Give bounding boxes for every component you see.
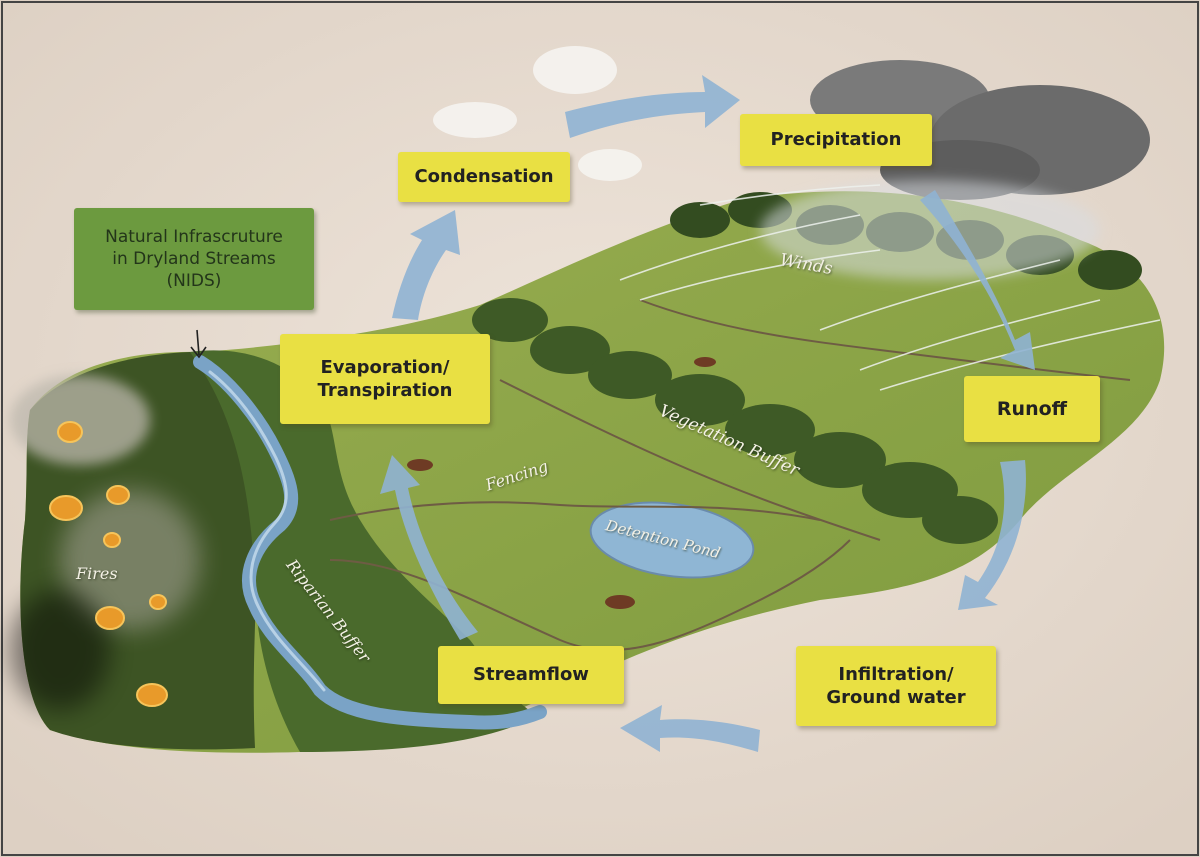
cow [605,595,635,609]
wind-stroke [879,319,1161,391]
tree [530,326,610,374]
infiltration-text-line-1: Infiltration/ [838,663,954,685]
nids-title-line-2: in Dryland Streams [112,248,276,269]
nids-title-line-1: Natural Infrascruture [105,226,283,247]
fire-flame [49,495,83,521]
arrow-infiltration-to-streamflow [620,705,760,752]
smoke-cloud [10,375,150,465]
tree [922,496,998,544]
nids-title-box: Natural Infrascruture in Dryland Streams… [74,208,314,310]
white-cloud [578,149,642,181]
fire-flame [95,606,125,630]
evaporation-label: Evaporation/ Transpiration [280,334,490,424]
detention-pond [589,501,755,579]
cow [694,357,716,367]
wind-stroke [619,214,861,281]
wind-stroke [699,184,881,206]
evaporation-text-line-1: Evaporation/ [320,356,450,378]
arrow-evaporation-to-condensation [392,210,460,320]
wind-stroke [639,249,881,301]
arrow-condensation-to-precipitation [565,75,740,138]
arrow-streamflow-to-evaporation [380,455,478,640]
precipitation-label: Precipitation [740,114,932,166]
fence-line [639,299,1131,381]
white-cloud [533,46,617,94]
smoke-cloud [10,590,110,710]
title-pointer-arrow [190,329,207,359]
river [193,355,547,730]
evaporation-text-line-2: Transpiration [317,380,453,401]
cows [407,357,716,609]
tree [472,298,548,342]
precipitation-text: Precipitation [770,129,902,151]
arrow-precipitation-to-runoff [920,190,1035,370]
fires-label: Fires [76,564,118,583]
tree [725,404,815,456]
pointer-shaft [196,329,200,356]
river-highlight [208,370,326,692]
streamflow-label: Streamflow [438,646,624,704]
streamflow-text: Streamflow [473,664,589,686]
wind-strokes [619,184,1161,391]
tree [1078,250,1142,290]
wind-stroke [819,259,1061,331]
wind-stroke [859,299,1101,371]
tree [655,374,745,426]
infiltration-text-line-2: Ground water [826,687,966,708]
white-cloud [433,102,517,138]
runoff-label: Runoff [964,376,1100,442]
vegetation-buffer-trees [472,298,998,544]
condensation-text: Condensation [414,166,554,188]
cow [407,459,433,471]
fence-line [499,379,881,541]
tree [670,202,730,238]
tree [794,432,886,488]
arrow-runoff-to-infiltration [958,460,1026,610]
infiltration-label: Infiltration/ Ground water [796,646,996,726]
nids-title-line-3: (NIDS) [166,271,222,292]
runoff-text: Runoff [996,397,1068,420]
smoke-cloud [60,490,200,630]
clouds [433,46,1150,280]
fence-line [329,501,821,521]
fire-flames [49,421,168,707]
fire-flame [103,532,121,548]
condensation-label: Condensation [398,152,570,202]
fire-flame [106,485,130,505]
tree [588,351,672,399]
pointer-head [190,346,207,359]
fire-flame [149,594,167,610]
fire-flame [136,683,168,707]
fire-flame [57,421,83,443]
water-cycle-arrows [380,75,1035,752]
